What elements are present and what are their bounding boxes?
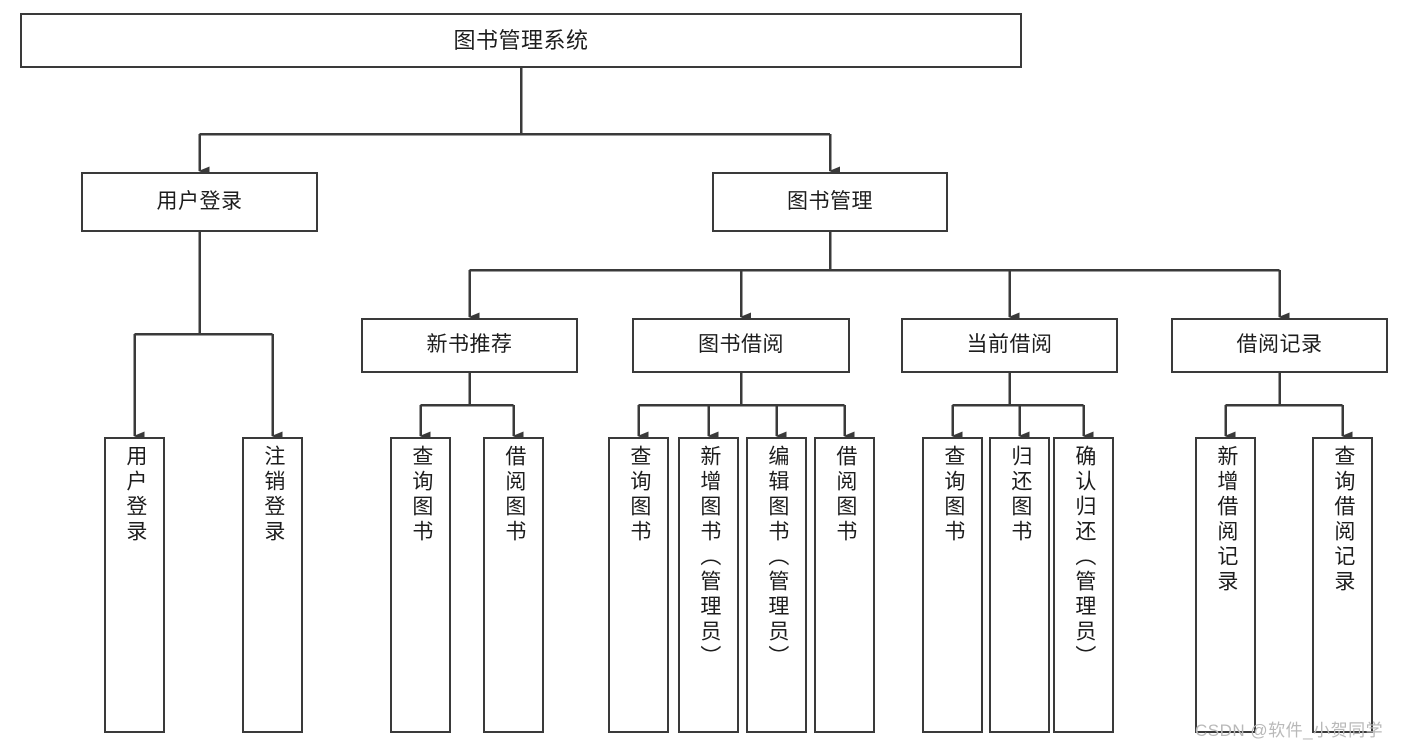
node-leaf-add-borrow-record[interactable]: 新增借阅记录	[1195, 437, 1256, 733]
node-label: 新书推荐	[426, 333, 513, 357]
node-leaf-borrow-book-2[interactable]: 借阅图书	[814, 437, 875, 733]
node-label: 用户登录	[123, 445, 147, 545]
node-label: 查询借阅记录	[1331, 445, 1355, 595]
node-leaf-return-book[interactable]: 归还图书	[989, 437, 1050, 733]
node-user-login[interactable]: 用户登录	[81, 172, 318, 232]
node-label: 当前借阅	[966, 333, 1053, 357]
node-label: 查询图书	[941, 445, 965, 545]
edge-layer	[133, 68, 1353, 441]
node-leaf-confirm-return-admin[interactable]: 确认归还（管理员）	[1053, 437, 1114, 733]
node-label: 借阅图书	[502, 445, 526, 545]
node-leaf-query-book-2[interactable]: 查询图书	[608, 437, 669, 733]
node-leaf-user-login[interactable]: 用户登录	[104, 437, 165, 733]
node-leaf-user-logout[interactable]: 注销登录	[242, 437, 303, 733]
node-label: 编辑图书（管理员）	[765, 445, 789, 670]
node-label: 借阅记录	[1236, 333, 1323, 357]
node-label: 图书管理	[787, 189, 873, 213]
node-label: 注销登录	[261, 445, 285, 545]
node-book-manage[interactable]: 图书管理	[712, 172, 948, 232]
node-label: 确认归还（管理员）	[1072, 445, 1096, 670]
node-label: 图书管理系统	[453, 27, 589, 53]
node-label: 用户登录	[156, 189, 243, 213]
node-current-borrow[interactable]: 当前借阅	[901, 318, 1118, 373]
node-leaf-query-book-3[interactable]: 查询图书	[922, 437, 983, 733]
node-leaf-borrow-book-1[interactable]: 借阅图书	[483, 437, 544, 733]
node-borrow-record[interactable]: 借阅记录	[1171, 318, 1388, 373]
node-label: 新增借阅记录	[1214, 445, 1238, 595]
node-label: 查询图书	[627, 445, 651, 545]
node-book-borrow[interactable]: 图书借阅	[632, 318, 850, 373]
node-leaf-query-borrow-record[interactable]: 查询借阅记录	[1312, 437, 1373, 733]
node-leaf-edit-book-admin[interactable]: 编辑图书（管理员）	[746, 437, 807, 733]
node-leaf-query-book-1[interactable]: 查询图书	[390, 437, 451, 733]
node-leaf-add-book-admin[interactable]: 新增图书（管理员）	[678, 437, 739, 733]
node-label: 查询图书	[409, 445, 433, 545]
node-label: 借阅图书	[833, 445, 857, 545]
node-new-book-recommend[interactable]: 新书推荐	[361, 318, 578, 373]
node-root[interactable]: 图书管理系统	[20, 13, 1022, 68]
watermark-text: CSDN @软件_小贺同学	[1195, 721, 1384, 740]
node-label: 新增图书（管理员）	[697, 445, 721, 670]
node-label: 图书借阅	[698, 333, 784, 357]
node-label: 归还图书	[1008, 445, 1032, 545]
